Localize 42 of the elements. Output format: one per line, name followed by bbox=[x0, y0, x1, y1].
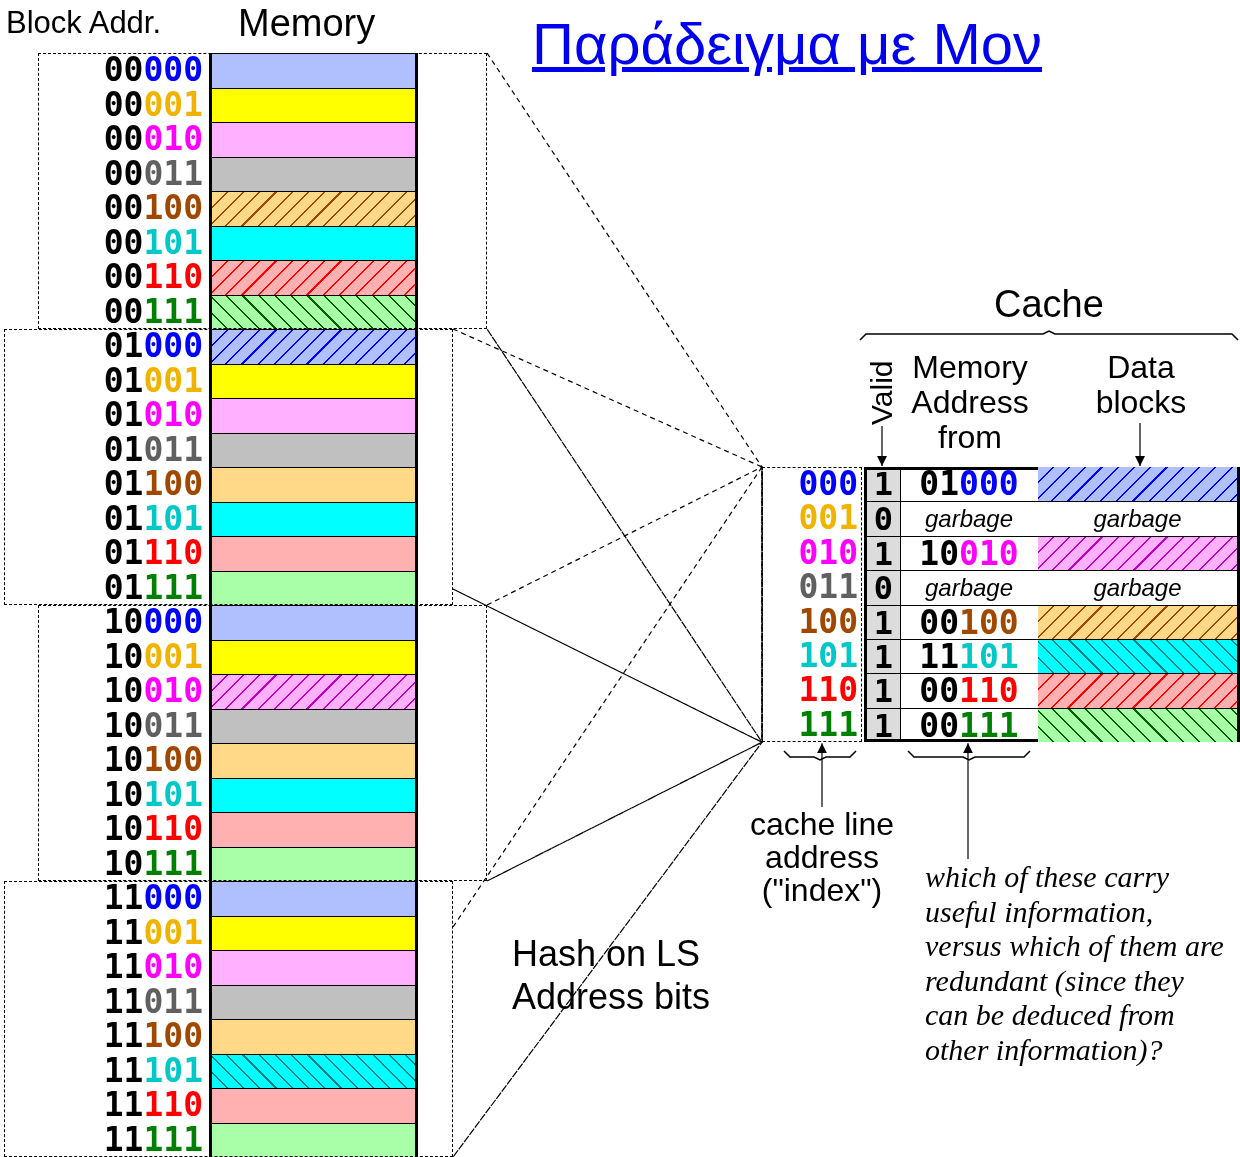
cache-index: 001 bbox=[798, 501, 858, 536]
valid-bit: 1 bbox=[867, 535, 900, 571]
arrow bbox=[1135, 422, 1145, 467]
column-header: Block Addr. bbox=[6, 5, 162, 41]
cache-index: 000 bbox=[798, 467, 858, 502]
cache-index: 011 bbox=[798, 570, 858, 605]
valid-bit: 1 bbox=[867, 673, 900, 708]
valid-bit: 1 bbox=[867, 604, 900, 639]
valid-bit: 1 bbox=[872, 467, 895, 502]
valid-bit: 0 bbox=[867, 570, 900, 605]
column-header: Data blocks bbox=[1080, 350, 1202, 420]
memory-group-outline bbox=[4, 329, 453, 605]
garbage-cell: garbage bbox=[1038, 570, 1237, 605]
mapping-line bbox=[486, 466, 763, 882]
index-column bbox=[762, 467, 862, 743]
slide-title: Παράδειγμα με Μον bbox=[532, 10, 1042, 77]
valid-bit: 0 bbox=[867, 501, 900, 536]
mapping-line bbox=[452, 328, 763, 744]
memory-group-outline bbox=[38, 605, 487, 881]
valid-bit: 1 bbox=[867, 707, 900, 743]
column-header: Valid bbox=[864, 343, 900, 425]
cache-index: 111 bbox=[798, 707, 858, 743]
cache-index: 110 bbox=[798, 673, 858, 708]
arrow bbox=[963, 742, 973, 860]
arrow bbox=[877, 425, 887, 467]
cache-index: 010 bbox=[798, 535, 858, 571]
arrow bbox=[817, 742, 827, 808]
cache-index: 101 bbox=[798, 639, 858, 674]
cache-index: 100 bbox=[798, 604, 858, 639]
table-title: Cache bbox=[994, 283, 1104, 326]
note-text: Hash on LS Address bits bbox=[512, 932, 712, 1018]
memory-group-outline bbox=[4, 881, 453, 1157]
memory-group-outline bbox=[38, 53, 487, 329]
column-header: Memory bbox=[238, 2, 376, 45]
valid-bit: 1 bbox=[867, 639, 900, 674]
note-text: which of these carry useful information, versus which of them are redundant (since they can be deduced from other information)? bbox=[925, 860, 1230, 1067]
callout-text: cache line address ("index") bbox=[742, 808, 902, 907]
valid-column bbox=[864, 467, 901, 743]
data-column bbox=[1038, 467, 1240, 743]
garbage-cell: garbage bbox=[1038, 501, 1237, 536]
mapping-line bbox=[452, 465, 763, 1157]
column-header: Memory Address from bbox=[910, 350, 1030, 455]
